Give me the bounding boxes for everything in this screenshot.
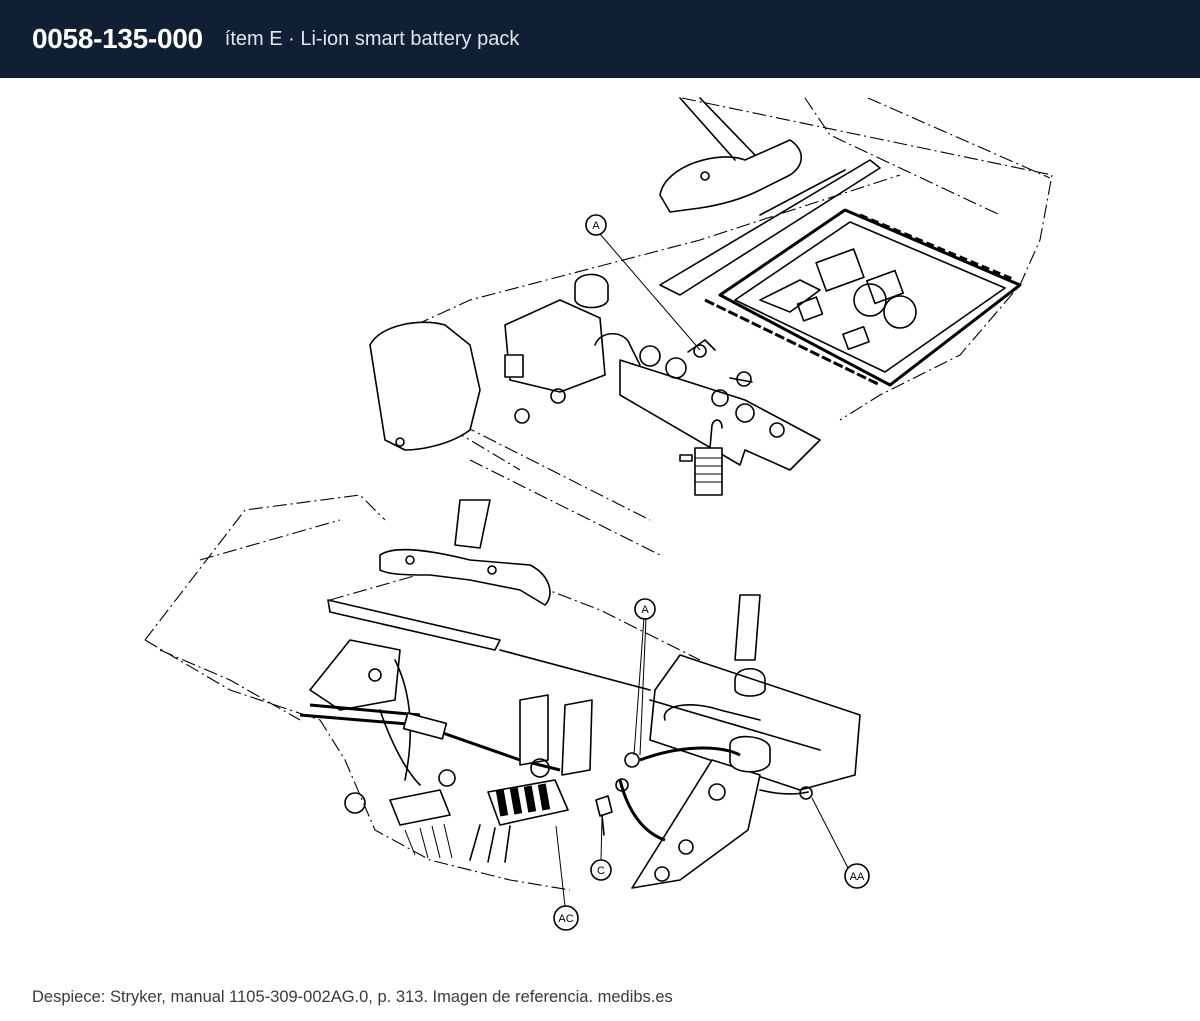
- callout-ac: AC: [553, 825, 579, 931]
- upper-view-assembly: A: [369, 97, 1053, 556]
- circuit-board: [704, 213, 1016, 387]
- svg-text:C: C: [597, 865, 605, 877]
- callout-a-lower: A: [633, 598, 656, 756]
- page-header: 0058-135-000 ítem E · Li-ion smart batte…: [0, 0, 1200, 78]
- terminal-block: [469, 779, 569, 863]
- part-number: 0058-135-000: [32, 23, 203, 54]
- callout-aa: AA: [811, 797, 870, 889]
- callout-c: C: [590, 817, 612, 881]
- svg-text:A: A: [641, 604, 649, 616]
- svg-text:AA: AA: [850, 871, 865, 883]
- lower-view-assembly: A C AA AC: [144, 494, 870, 931]
- exploded-parts-diagram: .ln { fill: none; stroke: #000; stroke-w…: [0, 78, 1200, 968]
- svg-text:AC: AC: [558, 913, 573, 925]
- item-description: ítem E · Li-ion smart battery pack: [224, 27, 520, 50]
- source-caption: Despiece: Stryker, manual 1105-309-002AG…: [32, 988, 673, 1006]
- svg-text:A: A: [592, 220, 600, 232]
- callout-a-upper: A: [585, 214, 701, 351]
